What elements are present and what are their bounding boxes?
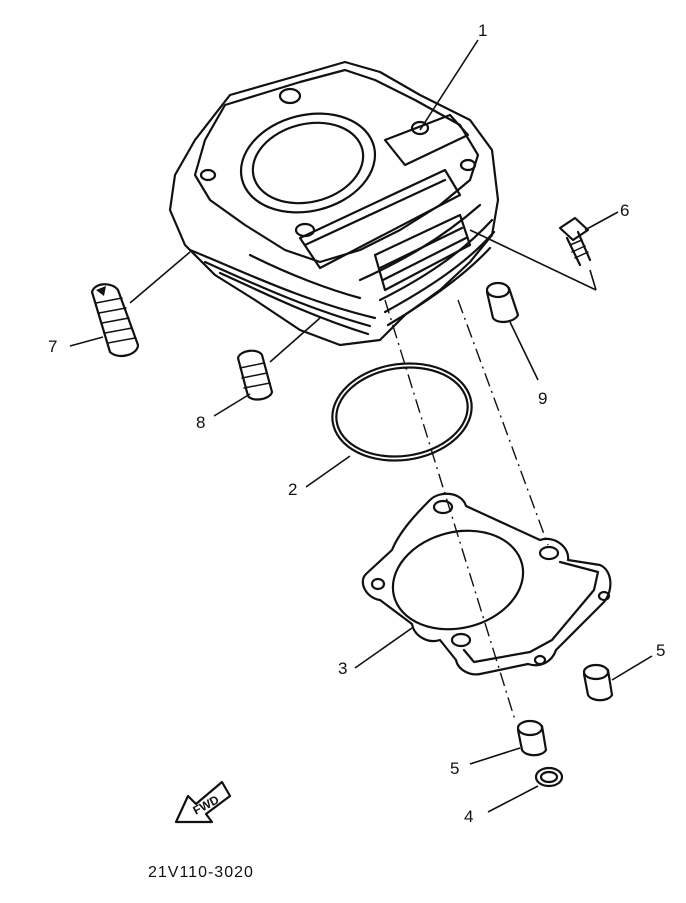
callout-2-label: 2 [288,480,297,499]
callout-5b-label: 5 [450,759,459,778]
drawing-code: 21V110-3020 [148,864,254,881]
callout-7-label: 7 [48,337,57,356]
callout-8-label: 8 [196,413,205,432]
cylinder-block [168,60,500,347]
gasket [361,492,612,676]
stud-left [90,283,140,358]
callout-5a-label: 5 [656,641,665,660]
callout-4-label: 4 [464,807,473,826]
callout-6-label: 6 [620,201,629,220]
fwd-arrow-icon: FWD [174,780,232,824]
callout-3-label: 3 [338,659,347,678]
callout-9-label: 9 [538,389,547,408]
dowel-right [582,663,614,702]
dowel-upper [485,281,520,324]
o-ring [331,362,473,462]
callout-1-label: 1 [478,21,487,40]
dowel-lower [516,719,548,757]
clip [534,766,564,788]
stud-mid [236,349,274,401]
bolt [558,216,592,267]
